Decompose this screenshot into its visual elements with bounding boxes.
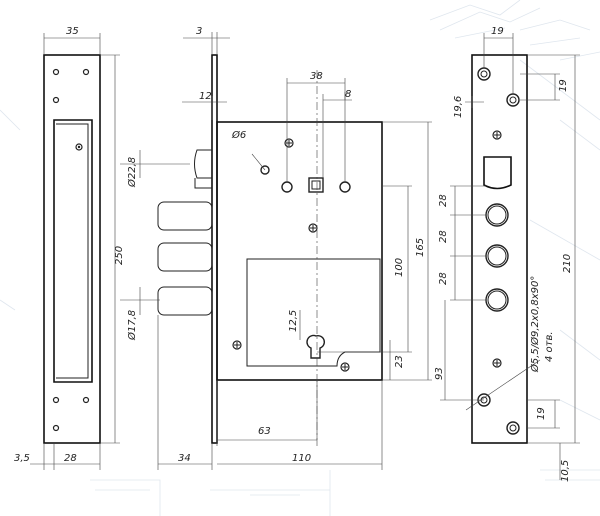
dim-height-165: 165 [415,238,426,257]
dim-countersink: Ø5,5/Ø9,2x0,8x90° [529,276,541,373]
dim-bolt-pitch-3: 28 [438,272,449,285]
faceplate-front-view [440,33,580,480]
dim-holes-count: 4 отв. [544,331,555,362]
dim-bottom-margin: 10,5 [560,460,571,482]
dim-plate-thickness: 3 [196,26,202,37]
dim-bolt-dia: Ø22,8 [126,157,138,188]
dim-overall-height: 250 [114,246,125,265]
dim-body-depth-110: 110 [292,453,311,464]
dim-screw-offset-19: 19 [558,79,569,92]
lock-body-side-view [120,32,432,470]
dim-spindle-spacing: 38 [310,71,323,82]
dim-width-63: 63 [258,426,271,437]
dim-offset-19-6: 19,6 [453,96,464,118]
dim-offset-12: 12 [199,91,212,102]
dim-height-93: 93 [434,367,445,380]
dim-key-offset: 12,5 [288,310,299,332]
dim-screw-spacing-top: 19 [491,26,504,37]
dim-bottom-screw-19: 19 [536,407,547,420]
dim-front-plate-width: 35 [66,26,79,37]
dim-screw-hole-dia: Ø6 [231,129,246,141]
dim-height-100: 100 [394,258,405,277]
dim-latch-dia: Ø17,8 [126,310,138,341]
dim-bolt-pitch-1: 28 [438,194,449,207]
strike-plate-view [30,33,120,470]
dim-backset-34: 34 [178,453,191,464]
dim-bolt-pitch-2: 28 [438,230,449,243]
dim-bottom-offset-23: 23 [394,355,405,368]
dim-offset-8: 8 [345,89,351,100]
dim-plate-height-210: 210 [562,254,573,273]
dim-strike-offset: 3,5 [14,453,30,464]
dim-strike-width: 28 [64,453,77,464]
